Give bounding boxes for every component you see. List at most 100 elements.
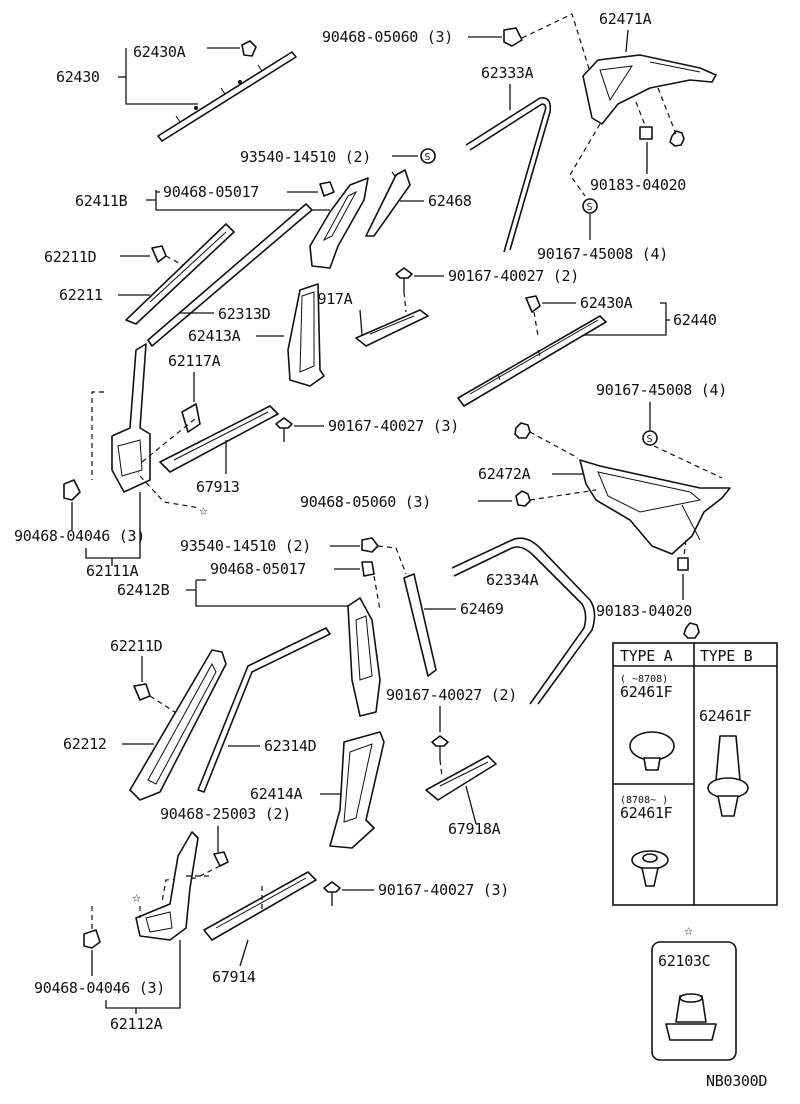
type-a2-date-note: (8708~ ) xyxy=(620,795,668,806)
label-62211: 62211 xyxy=(59,286,103,304)
diagram-code: NB0300D xyxy=(706,1072,767,1090)
part-62111a-pillar xyxy=(111,343,151,493)
clip-90183-04020-mid xyxy=(677,557,689,571)
star-marker-mid: ☆ xyxy=(199,501,208,519)
part-62212-pillar-trim xyxy=(129,649,227,801)
label-62430a-mid: 62430A xyxy=(580,294,633,312)
label-62412b: 62412B xyxy=(117,581,170,599)
label-90183-04020-top: 90183-04020 xyxy=(590,176,686,194)
clip-90468-05060-top xyxy=(503,27,523,47)
part-62333a-weatherstrip xyxy=(465,96,552,253)
label-90167-40027-b: 90167-40027 (3) xyxy=(328,417,459,435)
type-a1-part: 62461F xyxy=(620,683,673,701)
type-a-header: TYPE A xyxy=(620,647,673,665)
screw-90167-40027-d xyxy=(323,881,341,906)
label-90468-04046-top: 90468-04046 (3) xyxy=(14,527,145,545)
label-62103c: 62103C xyxy=(658,952,710,970)
clip-62211d-top xyxy=(151,245,167,263)
screw-90167-40027-a xyxy=(395,267,413,292)
label-90183-04020-mid: 90183-04020 xyxy=(596,602,692,620)
screw-90167-40027-b xyxy=(275,417,293,442)
label-62334a: 62334A xyxy=(486,571,539,589)
label-62414a: 62414A xyxy=(250,785,303,803)
part-62440-rail xyxy=(457,315,607,407)
part-67917a-scuff xyxy=(355,309,429,347)
clip-90468-04046-low xyxy=(83,929,101,949)
type-b-header: TYPE B xyxy=(700,647,753,665)
label-62440: 62440 xyxy=(673,311,717,329)
label-90468-04046-low: 90468-04046 (3) xyxy=(34,979,165,997)
label-62211d-low: 62211D xyxy=(110,637,163,655)
svg-text:S: S xyxy=(647,434,653,445)
part-62413a-pillar xyxy=(287,283,325,387)
label-90468-05017-mid: 90468-05017 xyxy=(210,560,306,578)
label-90167-40027-a: 90167-40027 (2) xyxy=(448,267,579,285)
label-62333a: 62333A xyxy=(481,64,534,82)
clip-90468-05017-mid xyxy=(361,561,375,577)
screw-s-top: S xyxy=(582,198,598,214)
screw-93540-mid xyxy=(361,537,379,553)
part-62414a-pillar xyxy=(329,731,385,849)
type-a2-part: 62461F xyxy=(620,804,673,822)
type-a1-date-note: ( ~8708) xyxy=(620,674,668,685)
clip-90468-05060-mid xyxy=(515,490,531,507)
part-62411b-pillar xyxy=(309,177,369,269)
label-62468: 62468 xyxy=(428,192,472,210)
label-62313d: 62313D xyxy=(218,305,271,323)
part-67913-scuff xyxy=(159,405,279,473)
part-62472a-trim xyxy=(579,459,731,555)
label-62472a: 62472A xyxy=(478,465,531,483)
screw-90167-40027-c xyxy=(431,735,449,760)
label-62469: 62469 xyxy=(460,600,504,618)
label-62430: 62430 xyxy=(56,68,100,86)
nut-star-top xyxy=(669,130,685,147)
label-90468-05060-top: 90468-05060 (3) xyxy=(322,28,453,46)
label-90167-45008-mid: 90167-45008 (4) xyxy=(596,381,727,399)
nut-star-mid xyxy=(683,622,700,639)
part-62430-strip xyxy=(157,51,297,142)
part-62112a-pillar xyxy=(135,831,199,941)
clip-90468-05017-top xyxy=(319,181,335,197)
clip-90183-04020-top xyxy=(639,126,653,140)
clip-62461f-type-b xyxy=(707,735,749,817)
label-93540-14510-top: 93540-14510 (2) xyxy=(240,148,371,166)
label-90167-40027-d: 90167-40027 (3) xyxy=(378,881,509,899)
label-62112a: 62112A xyxy=(110,1015,163,1033)
star-marker-62103c: ☆ xyxy=(684,921,693,939)
label-62314d: 62314D xyxy=(264,737,317,755)
clip-62461f-type-a1 xyxy=(629,731,675,771)
label-90468-05017-top: 90468-05017 xyxy=(163,183,259,201)
clip-62461f-type-a2 xyxy=(631,850,669,887)
part-62103c-box: 62103C xyxy=(651,941,737,1061)
svg-text:S: S xyxy=(425,152,431,163)
label-67913: 67913 xyxy=(196,478,240,496)
type-b-part: 62461F xyxy=(699,707,752,725)
label-62430a-top: 62430A xyxy=(133,43,186,61)
label-90167-40027-c: 90167-40027 (2) xyxy=(386,686,517,704)
clip-62430a-top xyxy=(241,40,257,57)
label-67918a: 67918A xyxy=(448,820,501,838)
label-67914: 67914 xyxy=(212,968,256,986)
part-62469-trim xyxy=(403,573,437,677)
label-90167-45008-top: 90167-45008 (4) xyxy=(537,245,668,263)
part-62468-trim xyxy=(365,169,411,237)
part-62314d-weatherstrip xyxy=(197,627,331,793)
part-62334a-weatherstrip xyxy=(451,537,596,705)
nut-star-mid-left xyxy=(514,422,531,439)
clip-90468-04046-top xyxy=(63,479,81,501)
label-90468-05060-mid: 90468-05060 (3) xyxy=(300,493,431,511)
part-62471a-trim xyxy=(582,54,717,125)
screw-s-mid: S xyxy=(642,430,658,446)
clip-90468-25003 xyxy=(213,851,229,867)
clip-62430a-mid xyxy=(525,295,541,313)
label-62212: 62212 xyxy=(63,735,107,753)
part-62211-pillar-trim xyxy=(125,223,235,325)
label-62111a: 62111A xyxy=(86,562,139,580)
label-90468-25003: 90468-25003 (2) xyxy=(160,805,291,823)
part-62313d-weatherstrip xyxy=(147,203,313,347)
part-67914-scuff xyxy=(203,871,317,941)
label-93540-14510-mid: 93540-14510 (2) xyxy=(180,537,311,555)
label-62211d-top: 62211D xyxy=(44,248,97,266)
label-62471a: 62471A xyxy=(599,10,652,28)
